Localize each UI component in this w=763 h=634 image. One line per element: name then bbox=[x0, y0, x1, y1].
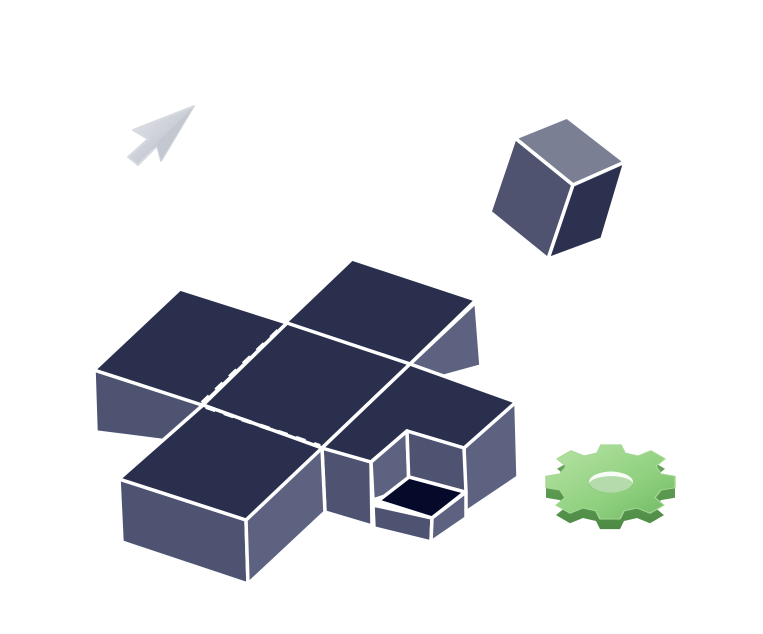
cube-icon bbox=[488, 115, 627, 261]
box-right-panel bbox=[320, 362, 520, 544]
box-front-block bbox=[117, 403, 327, 586]
fold-lines bbox=[200, 323, 321, 448]
unfolded-box-net bbox=[92, 257, 520, 586]
cursor-arrow-icon bbox=[127, 105, 195, 166]
gear-icon bbox=[545, 444, 676, 530]
